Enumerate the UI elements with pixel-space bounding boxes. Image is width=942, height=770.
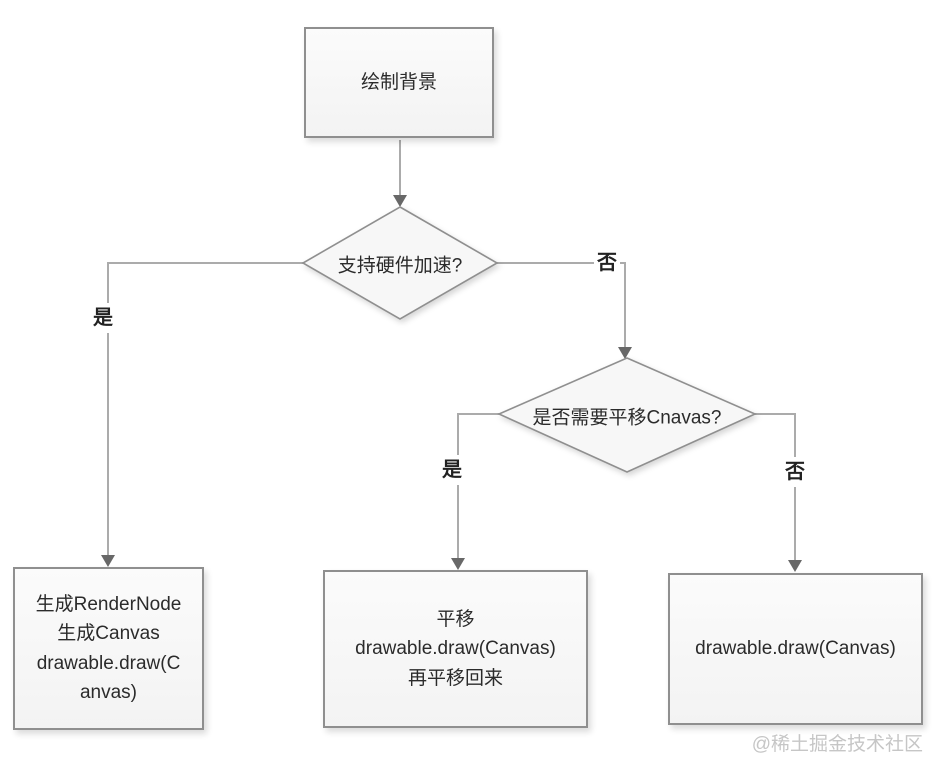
node-render-node-label: 生成RenderNode 生成Canvas drawable.draw(C an… — [35, 593, 182, 703]
node-translate-draw: 平移 drawable.draw(Canvas) 再平移回来 — [323, 570, 588, 728]
decision-translate-label: 是否需要平移Cnavas? — [532, 407, 722, 429]
node-draw-background: 绘制背景 — [304, 27, 494, 138]
edge-label-hw-no: 否 — [594, 248, 620, 278]
arrowhead-down-icon — [393, 195, 407, 207]
node-direct-draw-label: drawable.draw(Canvas) — [695, 638, 896, 660]
decision-translate-shape — [497, 357, 757, 473]
edge-label-translate-no: 否 — [782, 457, 808, 487]
edge-decision1-no — [497, 262, 626, 349]
edge-label-hw-yes: 是 — [90, 303, 116, 333]
arrowhead-down-icon — [788, 560, 802, 572]
edge-decision1-yes — [107, 262, 303, 556]
node-render-node: 生成RenderNode 生成Canvas drawable.draw(C an… — [13, 567, 204, 730]
watermark-text: @稀土掘金技术社区 — [751, 734, 923, 755]
edge-label-translate-yes: 是 — [439, 455, 465, 485]
edge-decision2-no — [755, 413, 796, 561]
node-draw-background-label: 绘制背景 — [360, 71, 437, 93]
decision-hw-accel-label: 支持硬件加速? — [337, 255, 463, 277]
arrowhead-down-icon — [101, 555, 115, 567]
edge-decision2-yes — [457, 413, 499, 559]
arrowhead-down-icon — [451, 558, 465, 570]
arrowhead-down-icon — [618, 347, 632, 359]
node-direct-draw: drawable.draw(Canvas) — [668, 573, 923, 725]
node-translate-draw-label: 平移 drawable.draw(Canvas) 再平移回来 — [355, 608, 556, 689]
decision-hw-accel-shape — [301, 206, 499, 320]
